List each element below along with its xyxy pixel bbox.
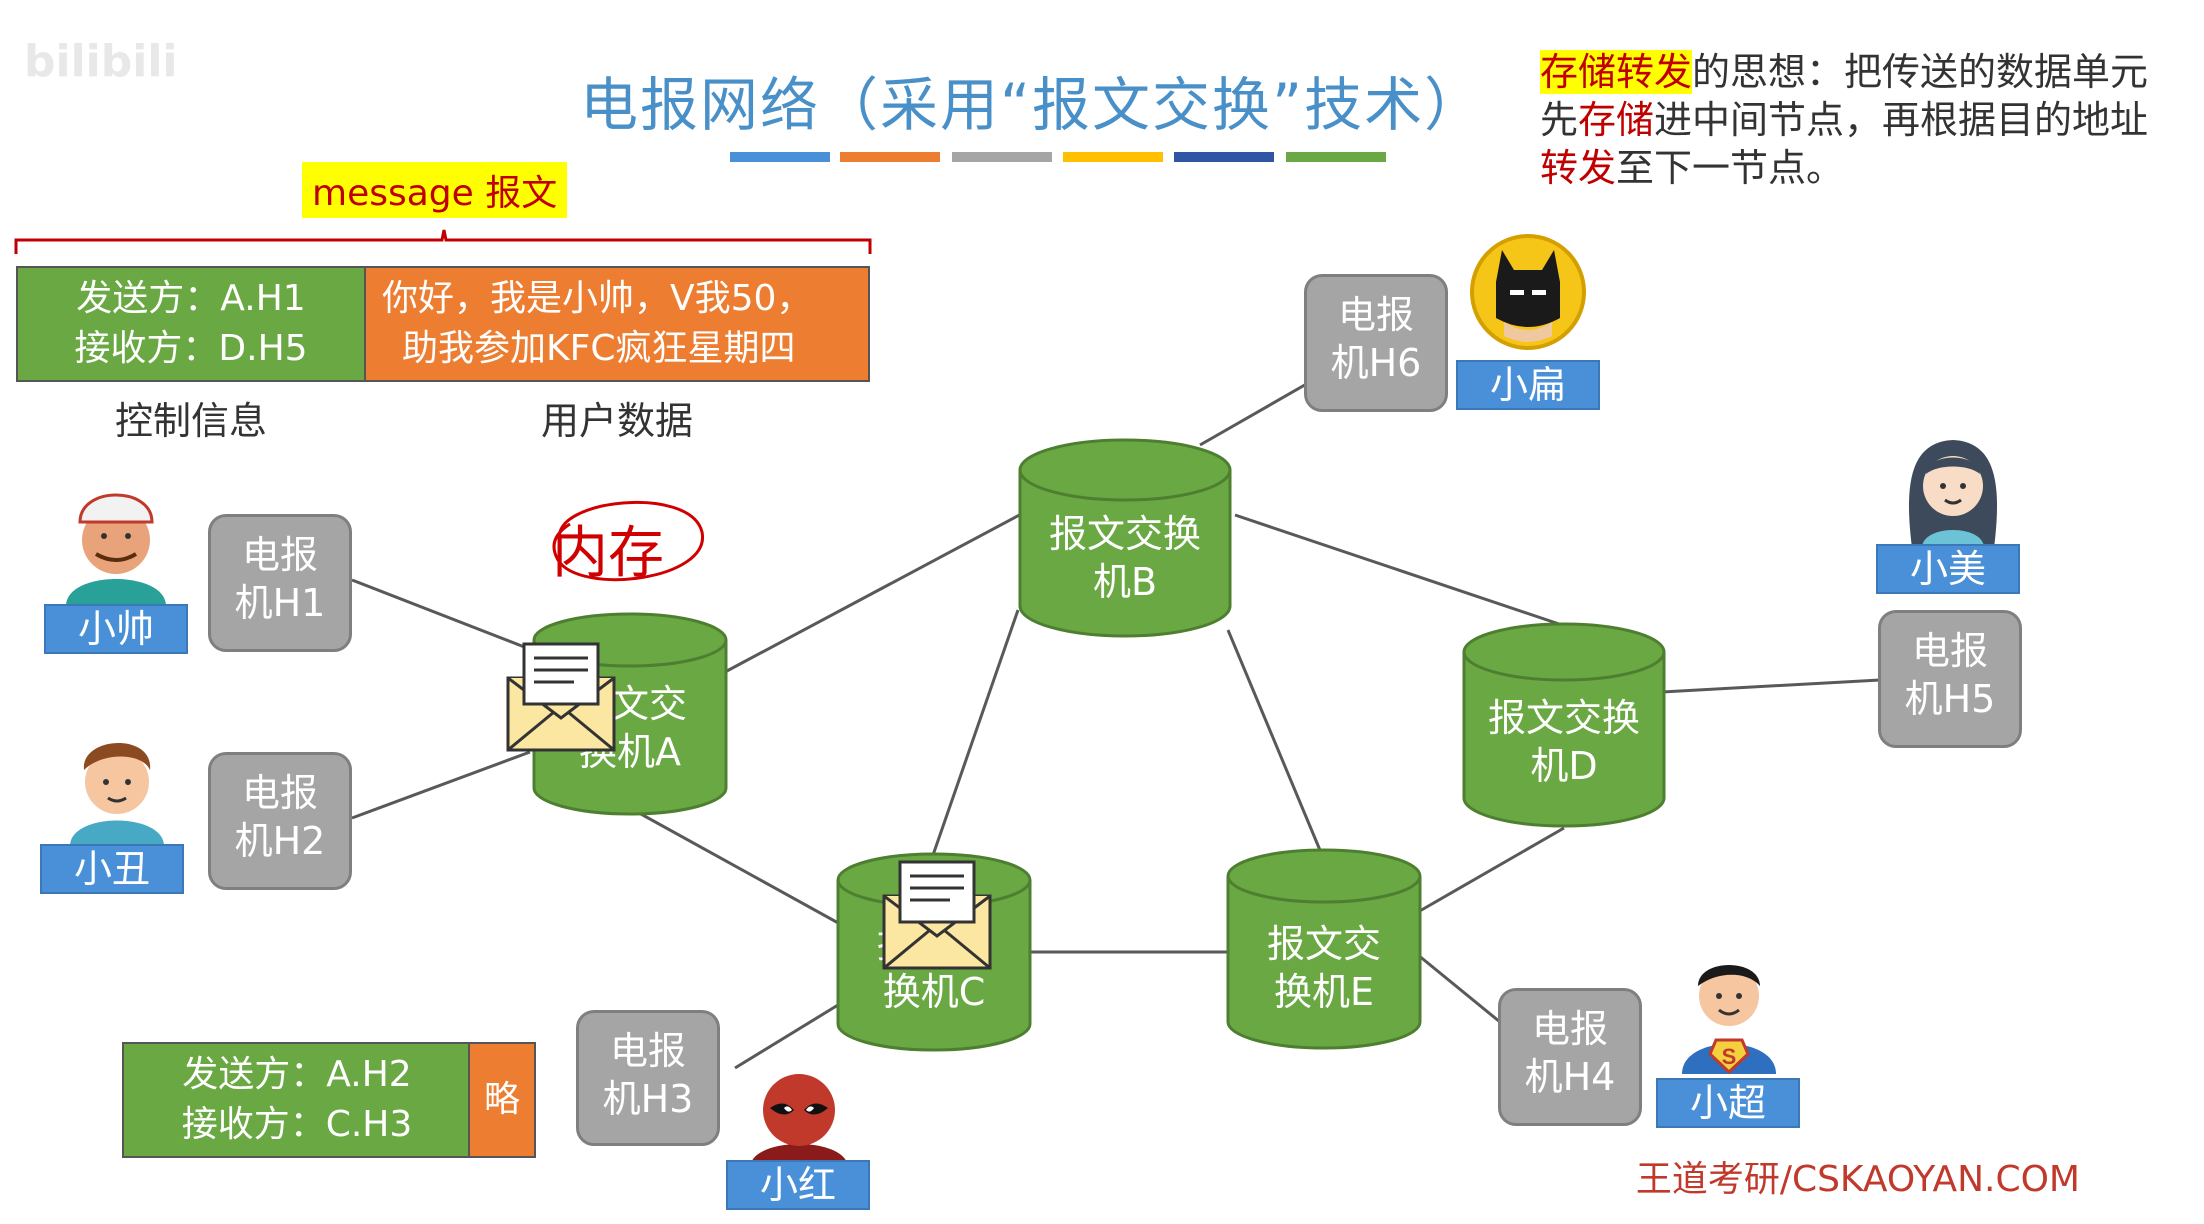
switch-b-line-1: 报文交换 [1048, 512, 1201, 556]
title-bar-1 [730, 152, 830, 162]
idea-text-3: 至下一节点。 [1616, 146, 1845, 190]
title-bar-4 [1063, 152, 1163, 162]
terminal-h5-line-2: 机H5 [1904, 677, 1996, 721]
body-line-1: 你好，我是小帅，V我50， [382, 278, 813, 319]
terminal-h5: 电报 机H5 [1878, 610, 2022, 748]
user-data-caption: 用户数据 [540, 399, 693, 443]
switch-b-line-2: 机B [1092, 560, 1158, 604]
message2-header: 发送方：A.H2 接收方：C.H3 [122, 1042, 472, 1158]
terminal-h2-line-2: 机H2 [234, 819, 326, 863]
idea-forward: 转发 [1540, 146, 1617, 190]
idea-store: 存储 [1578, 98, 1655, 142]
terminal-h6-line-1: 电报 [1337, 293, 1414, 337]
switch-b-label: 报文交换 机B [1018, 510, 1232, 606]
message-header: 发送方：A.H1 接收方：D.H5 [16, 266, 366, 382]
message2-sender: 发送方：A.H2 [182, 1054, 412, 1095]
terminal-h1-line-1: 电报 [241, 533, 318, 577]
terminal-h3: 电报 机H3 [576, 1010, 720, 1146]
footer-brand: 王道考研/CSKAOYAN.COM [1635, 1159, 2080, 1200]
name-label-h1: 小帅 [44, 604, 188, 654]
title-bar-3 [952, 152, 1052, 162]
terminal-h2: 电报 机H2 [208, 752, 352, 890]
message2-receiver: 接收方：C.H3 [181, 1104, 413, 1145]
avatar-curly-boy-icon [70, 742, 164, 846]
envelope-icon [506, 642, 616, 752]
avatar-batman-icon [1470, 234, 1586, 350]
name-label-h2: 小丑 [40, 844, 184, 894]
svg-text:S: S [1722, 1044, 1737, 1069]
terminal-h6-line-2: 机H6 [1330, 341, 1422, 385]
header-receiver: 接收方：D.H5 [74, 328, 308, 369]
name-label-h6: 小扁 [1456, 360, 1600, 410]
avatar-girl-icon [1908, 440, 1998, 548]
avatar-deadpool-icon [750, 1074, 848, 1168]
title-bar-6 [1286, 152, 1386, 162]
idea-text-1: 的思想：把传送的数据单元先 [1540, 50, 2149, 142]
terminal-h6: 电报 机H6 [1304, 274, 1448, 412]
switch-b-cylinder [1018, 438, 1232, 638]
store-forward-term: 存储转发 [1540, 50, 1693, 94]
control-info-caption: 控制信息 [114, 399, 267, 443]
switch-e-cylinder [1226, 848, 1422, 1050]
bilibili-watermark: bilibili [24, 36, 178, 87]
annotation-circle [552, 500, 704, 582]
title-bar-2 [840, 152, 940, 162]
avatar-superman-icon: S [1682, 965, 1776, 1074]
name-label-h4: 小超 [1656, 1078, 1800, 1128]
store-forward-description: 存储转发的思想：把传送的数据单元先存储进中间节点，再根据目的地址转发至下一节点。 [1540, 48, 2180, 192]
terminal-h2-line-1: 电报 [241, 771, 318, 815]
envelope-icon [882, 860, 992, 970]
terminal-h4-line-1: 电报 [1531, 1007, 1608, 1051]
terminal-h3-line-1: 电报 [609, 1029, 686, 1073]
message-tag: message 报文 [302, 162, 568, 218]
name-label-h5: 小美 [1876, 544, 2020, 594]
switch-d-line-1: 报文交换 [1487, 696, 1640, 740]
message-brace [14, 229, 872, 254]
terminal-h5-line-1: 电报 [1911, 629, 1988, 673]
body-line-2: 助我参加KFC疯狂星期四 [402, 328, 796, 369]
switch-e-label: 报文交 换机E [1226, 920, 1422, 1016]
switch-d-label: 报文交换 机D [1462, 694, 1666, 790]
header-sender: 发送方：A.H1 [76, 278, 306, 319]
avatar-cap-boy-icon [66, 493, 166, 606]
title-bar-5 [1174, 152, 1274, 162]
switch-e-line-1: 报文交 [1266, 922, 1381, 966]
page-title: 电报网络（采用“报文交换”技术） [580, 71, 1485, 139]
terminal-h3-line-2: 机H3 [602, 1077, 694, 1121]
message2-body: 略 [468, 1042, 536, 1158]
switch-e-line-2: 换机E [1273, 970, 1374, 1014]
switch-d-cylinder [1462, 622, 1666, 828]
terminal-h1-line-2: 机H1 [234, 581, 326, 625]
terminal-h4-line-2: 机H4 [1524, 1055, 1616, 1099]
switch-c-line-2: 换机C [882, 970, 986, 1014]
name-label-h3: 小红 [726, 1160, 870, 1210]
message-body: 你好，我是小帅，V我50， 助我参加KFC疯狂星期四 [364, 266, 870, 382]
annotation-text: 内存 [552, 521, 664, 586]
idea-text-2: 进中间节点，再根据目的地址 [1654, 98, 2149, 142]
terminal-h1: 电报 机H1 [208, 514, 352, 652]
terminal-h4: 电报 机H4 [1498, 988, 1642, 1126]
switch-d-line-2: 机D [1530, 744, 1598, 788]
